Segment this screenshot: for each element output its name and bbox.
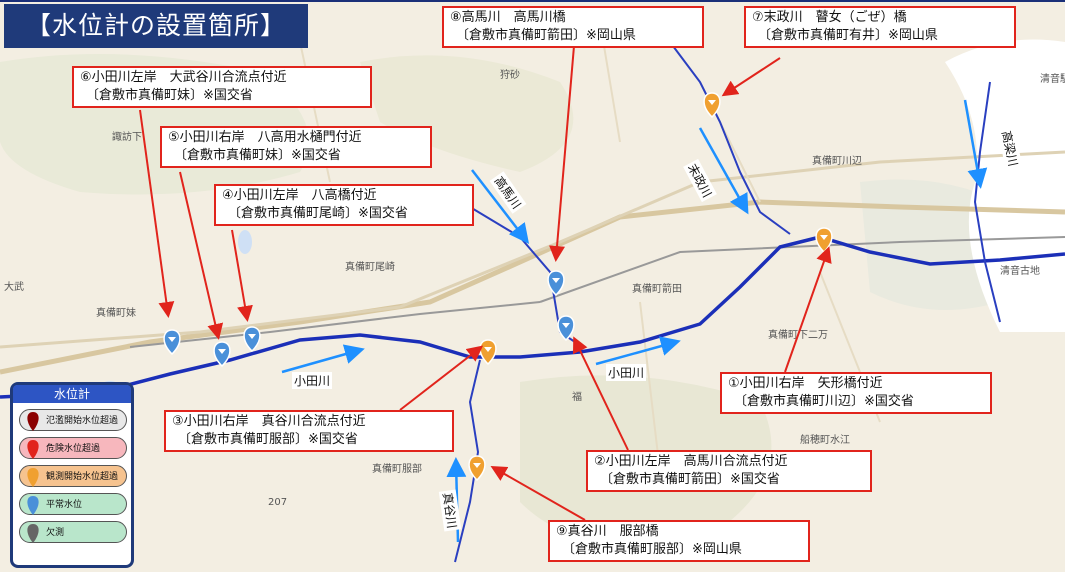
matanigawa-river	[454, 359, 481, 563]
pointer-arrow-4	[231, 229, 253, 322]
callout-gauge-4: ④小田川左岸 八高橋付近 〔倉敷市真備町尾崎〕※国交省	[214, 184, 474, 226]
callout-gauge-8: ⑧高馬川 高馬川橋 〔倉敷市真備町箭田〕※岡山県	[442, 6, 704, 48]
flow-arrow-suemasagawa	[698, 127, 749, 215]
legend-title: 水位計	[13, 385, 131, 403]
gauge-pin-7[interactable]	[703, 92, 721, 119]
pin-gray-icon	[27, 524, 39, 543]
legend-label-danger: 危険水位超過	[46, 444, 101, 454]
gauge-pins	[163, 92, 833, 482]
callout-gauge-1-address: 〔倉敷市真備町川辺〕※国交省	[734, 394, 914, 409]
callout-gauge-5-address: 〔倉敷市真備町妹〕※国交省	[174, 148, 341, 163]
callout-gauge-7-location: ⑦末政川 瞽女（ごぜ）橋	[752, 10, 907, 25]
legend-label-flood: 氾濫開始水位超過	[46, 416, 119, 426]
callout-gauge-5-location: ⑤小田川右岸 八高用水樋門付近	[168, 130, 362, 145]
legend-item-flood: 氾濫開始水位超過	[19, 409, 127, 431]
callout-gauge-1-location: ①小田川右岸 矢形橋付近	[728, 376, 883, 391]
place-mabi-yata: 真備町箭田	[632, 282, 682, 295]
gauge-pin-1[interactable]	[815, 227, 833, 254]
callout-gauge-6-address: 〔倉敷市真備町妹〕※国交省	[86, 88, 253, 103]
callout-gauge-2-address: 〔倉敷市真備町箭田〕※国交省	[600, 472, 780, 487]
callout-gauge-4-address: 〔倉敷市真備町尾崎〕※国交省	[228, 206, 408, 221]
place-suwa: 諏訪下	[112, 130, 142, 143]
pointer-arrow-2	[573, 336, 629, 451]
flow-arrow-takamagawa	[471, 169, 530, 244]
callout-gauge-8-address: 〔倉敷市真備町箭田〕※岡山県	[456, 28, 636, 43]
main-road	[0, 199, 1065, 375]
road	[0, 150, 1065, 349]
pointer-arrow-9	[490, 466, 586, 521]
callout-gauge-7: ⑦末政川 瞽女（ごぜ）橋 〔倉敷市真備町有井〕※岡山県	[744, 6, 1016, 48]
pin-blue-icon	[27, 496, 39, 515]
minor-road	[299, 21, 881, 473]
railway	[129, 301, 541, 348]
railway	[539, 236, 1065, 303]
place-kiyonekuroda: 清音古地	[1000, 264, 1040, 277]
map-title: 【水位計の設置箇所】	[4, 4, 308, 48]
pointer-arrow-5	[179, 171, 224, 340]
callout-gauge-6-location: ⑥小田川左岸 大武谷川合流点付近	[80, 70, 287, 85]
gauge-pin-2[interactable]	[557, 315, 575, 342]
callout-gauge-3-address: 〔倉敷市真備町服部〕※国交省	[178, 432, 358, 447]
callout-gauge-9-address: 〔倉敷市真備町服部〕※岡山県	[562, 542, 742, 557]
gauge-pin-6[interactable]	[163, 329, 181, 356]
legend-item-missing: 欠測	[19, 521, 127, 543]
callout-gauge-9-location: ⑨真谷川 服部橋	[556, 524, 659, 539]
hill-area	[860, 179, 1000, 310]
gauge-pin-8[interactable]	[547, 270, 565, 297]
place-karisa: 狩砂	[500, 68, 520, 81]
callout-gauge-6: ⑥小田川左岸 大武谷川合流点付近 〔倉敷市真備町妹〕※国交省	[72, 66, 372, 108]
callout-gauge-3-location: ③小田川右岸 真谷川合流点付近	[172, 414, 366, 429]
pin-orange-icon	[27, 468, 39, 487]
suemasagawa-river	[669, 41, 791, 235]
legend-label-observe: 観測開始水位超過	[46, 472, 119, 482]
pin-darkred-icon	[27, 412, 39, 431]
place-mabi-kawabe: 真備町川辺	[812, 154, 862, 167]
gauge-pin-3[interactable]	[479, 339, 497, 366]
gauge-pin-9[interactable]	[468, 455, 486, 482]
flow-arrow-takahashigawa	[963, 99, 988, 189]
callout-gauge-9: ⑨真谷川 服部橋 〔倉敷市真備町服部〕※岡山県	[548, 520, 810, 562]
callout-gauge-4-location: ④小田川左岸 八高橋付近	[222, 188, 377, 203]
place-ota: 大武	[4, 280, 24, 293]
river-label-odagawa-1: 小田川	[292, 372, 333, 389]
callout-gauge-7-address: 〔倉敷市真備町有井〕※岡山県	[758, 28, 938, 43]
callout-gauge-8-location: ⑧高馬川 高馬川橋	[450, 10, 566, 25]
pond	[238, 230, 252, 254]
gauge-legend: 水位計 氾濫開始水位超過 危険水位超過 観測開始水位超過 平常水位 欠測	[10, 382, 134, 568]
pointer-arrow-3	[399, 345, 484, 411]
pointer-arrow-7	[721, 57, 781, 97]
legend-item-danger: 危険水位超過	[19, 437, 127, 459]
callout-gauge-2-location: ②小田川左岸 高馬川合流点付近	[594, 454, 788, 469]
gauge-pin-5[interactable]	[213, 341, 231, 368]
pointer-arrow-1	[784, 246, 832, 373]
place-fuku: 福	[572, 390, 582, 403]
flow-arrow-odagawa-1	[281, 344, 365, 374]
legend-label-normal: 平常水位	[46, 500, 83, 510]
odagawa-river	[0, 235, 1065, 399]
callout-gauge-2: ②小田川左岸 高馬川合流点付近 〔倉敷市真備町箭田〕※国交省	[586, 450, 872, 492]
place-207: 207	[268, 497, 287, 508]
legend-label-missing: 欠測	[46, 528, 65, 538]
gauge-pin-4[interactable]	[243, 326, 261, 353]
place-mabi-hattori: 真備町服部	[372, 462, 422, 475]
callout-gauge-1: ①小田川右岸 矢形橋付近 〔倉敷市真備町川辺〕※国交省	[720, 372, 992, 414]
flow-arrow-odagawa-2	[595, 336, 681, 366]
pointer-arrow-6	[139, 109, 175, 318]
callout-gauge-3: ③小田川右岸 真谷川合流点付近 〔倉敷市真備町服部〕※国交省	[164, 410, 454, 452]
takahashigawa-river	[973, 81, 1001, 323]
callout-gauge-5: ⑤小田川右岸 八高用水樋門付近 〔倉敷市真備町妹〕※国交省	[160, 126, 432, 168]
place-kiyone-eki: 清音駅	[1040, 72, 1065, 85]
place-mabi-ozaki: 真備町尾崎	[345, 260, 395, 273]
pin-red-icon	[27, 440, 39, 459]
river-label-odagawa-2: 小田川	[606, 364, 647, 381]
legend-item-normal: 平常水位	[19, 493, 127, 515]
legend-item-observe: 観測開始水位超過	[19, 465, 127, 487]
place-mabi-imo: 真備町妹	[96, 306, 136, 319]
place-funakura: 船穂町水江	[800, 433, 850, 446]
takahashi-river-area	[945, 39, 1065, 332]
pointer-arrow-8	[549, 45, 575, 262]
hill-area	[360, 55, 574, 173]
